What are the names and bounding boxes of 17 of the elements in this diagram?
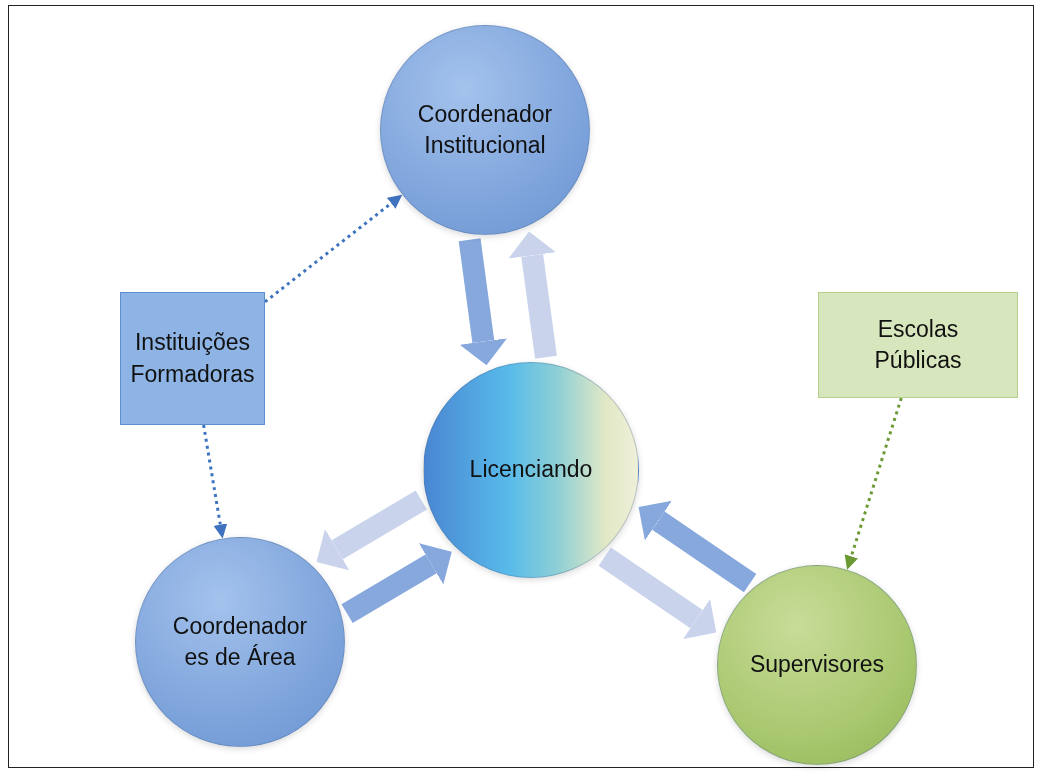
block-arrow <box>341 543 452 624</box>
block-arrow <box>598 547 717 639</box>
block-arrow <box>458 238 508 366</box>
institution-box <box>120 292 265 425</box>
node-label: Supervisores <box>749 650 885 680</box>
dotted-arrow <box>202 424 228 539</box>
node-label: Coordenador es de Área <box>171 611 309 672</box>
dotted-arrow <box>844 397 903 570</box>
block-arrow <box>638 500 757 593</box>
node-label: Instituições Formadoras <box>129 328 256 389</box>
block-arrow <box>316 490 427 571</box>
school-box <box>818 292 1018 398</box>
node-label: Licenciando <box>469 455 593 485</box>
node-label: Escolas Públicas <box>873 314 963 375</box>
block-arrow <box>508 231 557 359</box>
dotted-arrow <box>264 194 403 304</box>
node-label: Coordenador Institucional <box>416 99 554 160</box>
